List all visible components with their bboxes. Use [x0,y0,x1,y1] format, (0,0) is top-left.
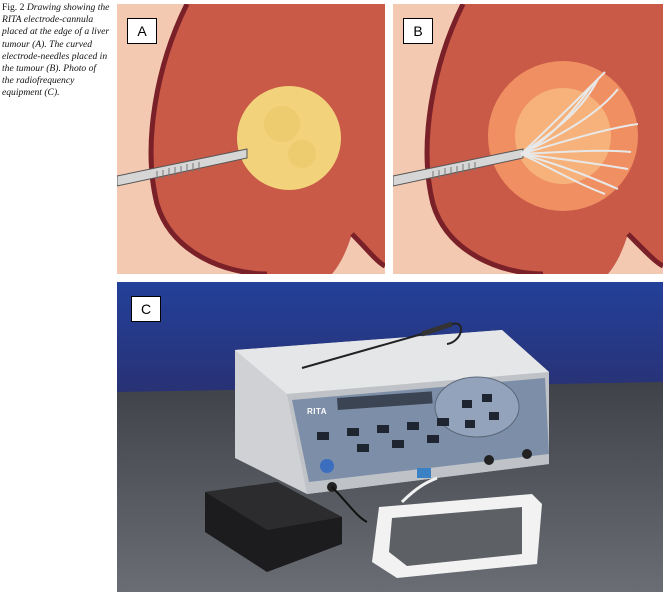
tumour [515,88,611,184]
device-brand-label: RITA [307,407,328,416]
panel-a-label: A [127,18,157,44]
panel-c-photo: C RITA [117,282,663,592]
equipment-photo [117,282,663,592]
figure-label: Fig. 2 [2,2,25,13]
control-buttons [317,394,499,452]
panel-a-drawing: A [117,4,385,274]
panel-b-label: B [403,18,433,44]
caption-text: Drawing showing the RITA electrode-cannu… [2,2,110,99]
panel-b-drawing: B [393,4,663,274]
electrode-cannula [393,148,524,187]
figure-caption: Fig. 2 Drawing showing the RITA electrod… [2,2,110,100]
power-button [320,459,334,473]
electrode-needles [520,71,639,195]
panel-c-label: C [131,296,161,322]
liver-drawing-a [117,4,385,274]
electrode-cannula [117,148,248,187]
liver-drawing-b [393,4,663,274]
display-screen [337,391,433,410]
